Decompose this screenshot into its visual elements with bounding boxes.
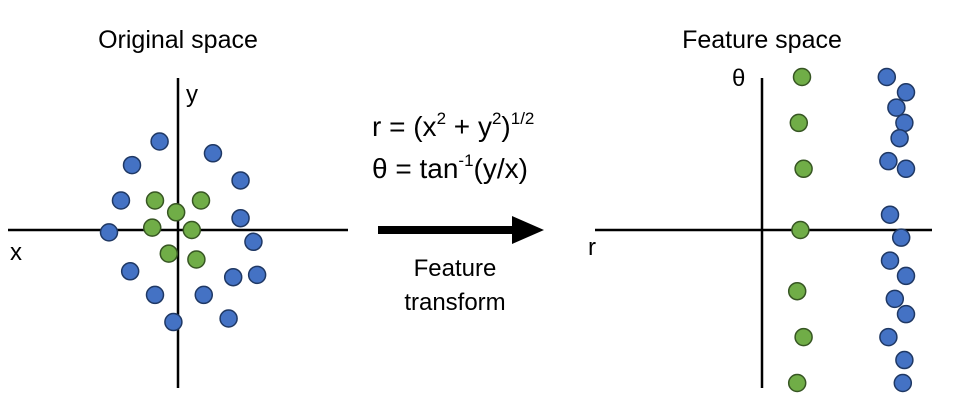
outer-ring-point — [164, 312, 183, 332]
outer-ring-point — [150, 132, 169, 151]
inner-ring-point — [145, 191, 165, 210]
arrow-head — [512, 216, 544, 244]
inner-ring-point — [187, 250, 206, 269]
outer-ring-feature-point — [895, 113, 914, 133]
outer-ring-point — [194, 285, 214, 305]
outer-ring-feature-point — [891, 228, 911, 247]
caption-line-1: Feature — [414, 255, 497, 282]
outer-ring-feature-point — [896, 266, 916, 286]
original-space-panel: Original space x y — [8, 26, 348, 388]
inner-ring-feature-point — [794, 159, 813, 179]
equation-r: r = (x2 + y2)1/2 — [372, 109, 534, 142]
outer-ring-feature-point — [880, 251, 900, 270]
outer-ring-feature-point — [877, 67, 897, 87]
outer-ring-point — [122, 155, 142, 175]
y-axis-label: y — [186, 81, 198, 108]
outer-ring-point — [111, 191, 131, 210]
theta-axis-label: θ — [732, 65, 745, 92]
outer-ring-point — [203, 144, 223, 163]
outer-ring-feature-point — [885, 289, 905, 309]
feature-space-panel: Feature space r θ — [588, 26, 932, 393]
outer-ring-feature-point — [893, 373, 913, 393]
outer-ring-feature-point — [896, 159, 916, 179]
outer-ring-point — [247, 265, 267, 285]
outer-ring-point — [231, 171, 250, 190]
outer-ring-point — [244, 232, 263, 252]
outer-ring-point — [223, 267, 243, 287]
outer-ring-feature-point — [887, 98, 906, 117]
outer-ring-point — [99, 223, 119, 242]
outer-ring-point — [219, 309, 238, 328]
feature-space-points — [787, 67, 916, 393]
inner-ring-point — [166, 203, 186, 222]
inner-ring-point — [142, 218, 162, 237]
inner-ring-point — [182, 220, 202, 240]
outer-ring-feature-point — [879, 327, 898, 347]
outer-ring-feature-point — [879, 151, 898, 171]
equation-theta: θ = tan-1(y/x) — [372, 151, 528, 184]
feature-space-title: Feature space — [682, 26, 842, 54]
inner-ring-point — [159, 244, 179, 263]
outer-ring-point — [120, 262, 140, 281]
x-axis-label: x — [10, 239, 22, 266]
inner-ring-feature-point — [794, 327, 813, 347]
outer-ring-feature-point — [895, 350, 914, 370]
outer-ring-point — [145, 285, 165, 305]
inner-ring-feature-point — [789, 113, 809, 133]
outer-ring-feature-point — [880, 205, 900, 224]
r-axis-label: r — [588, 234, 596, 261]
caption-line-2: transform — [404, 289, 505, 316]
outer-ring-feature-point — [896, 304, 916, 324]
original-space-points — [99, 132, 267, 332]
transform-section: r = (x2 + y2)1/2 θ = tan-1(y/x) Feature … — [372, 109, 544, 316]
outer-ring-feature-point — [890, 128, 909, 148]
inner-ring-feature-point — [787, 373, 807, 393]
inner-ring-feature-point — [791, 220, 810, 240]
outer-ring-point — [231, 208, 250, 228]
inner-ring-feature-point — [787, 281, 807, 301]
inner-ring-feature-point — [792, 67, 812, 87]
outer-ring-feature-point — [896, 83, 916, 102]
original-space-title: Original space — [98, 26, 258, 54]
inner-ring-point — [191, 191, 211, 210]
